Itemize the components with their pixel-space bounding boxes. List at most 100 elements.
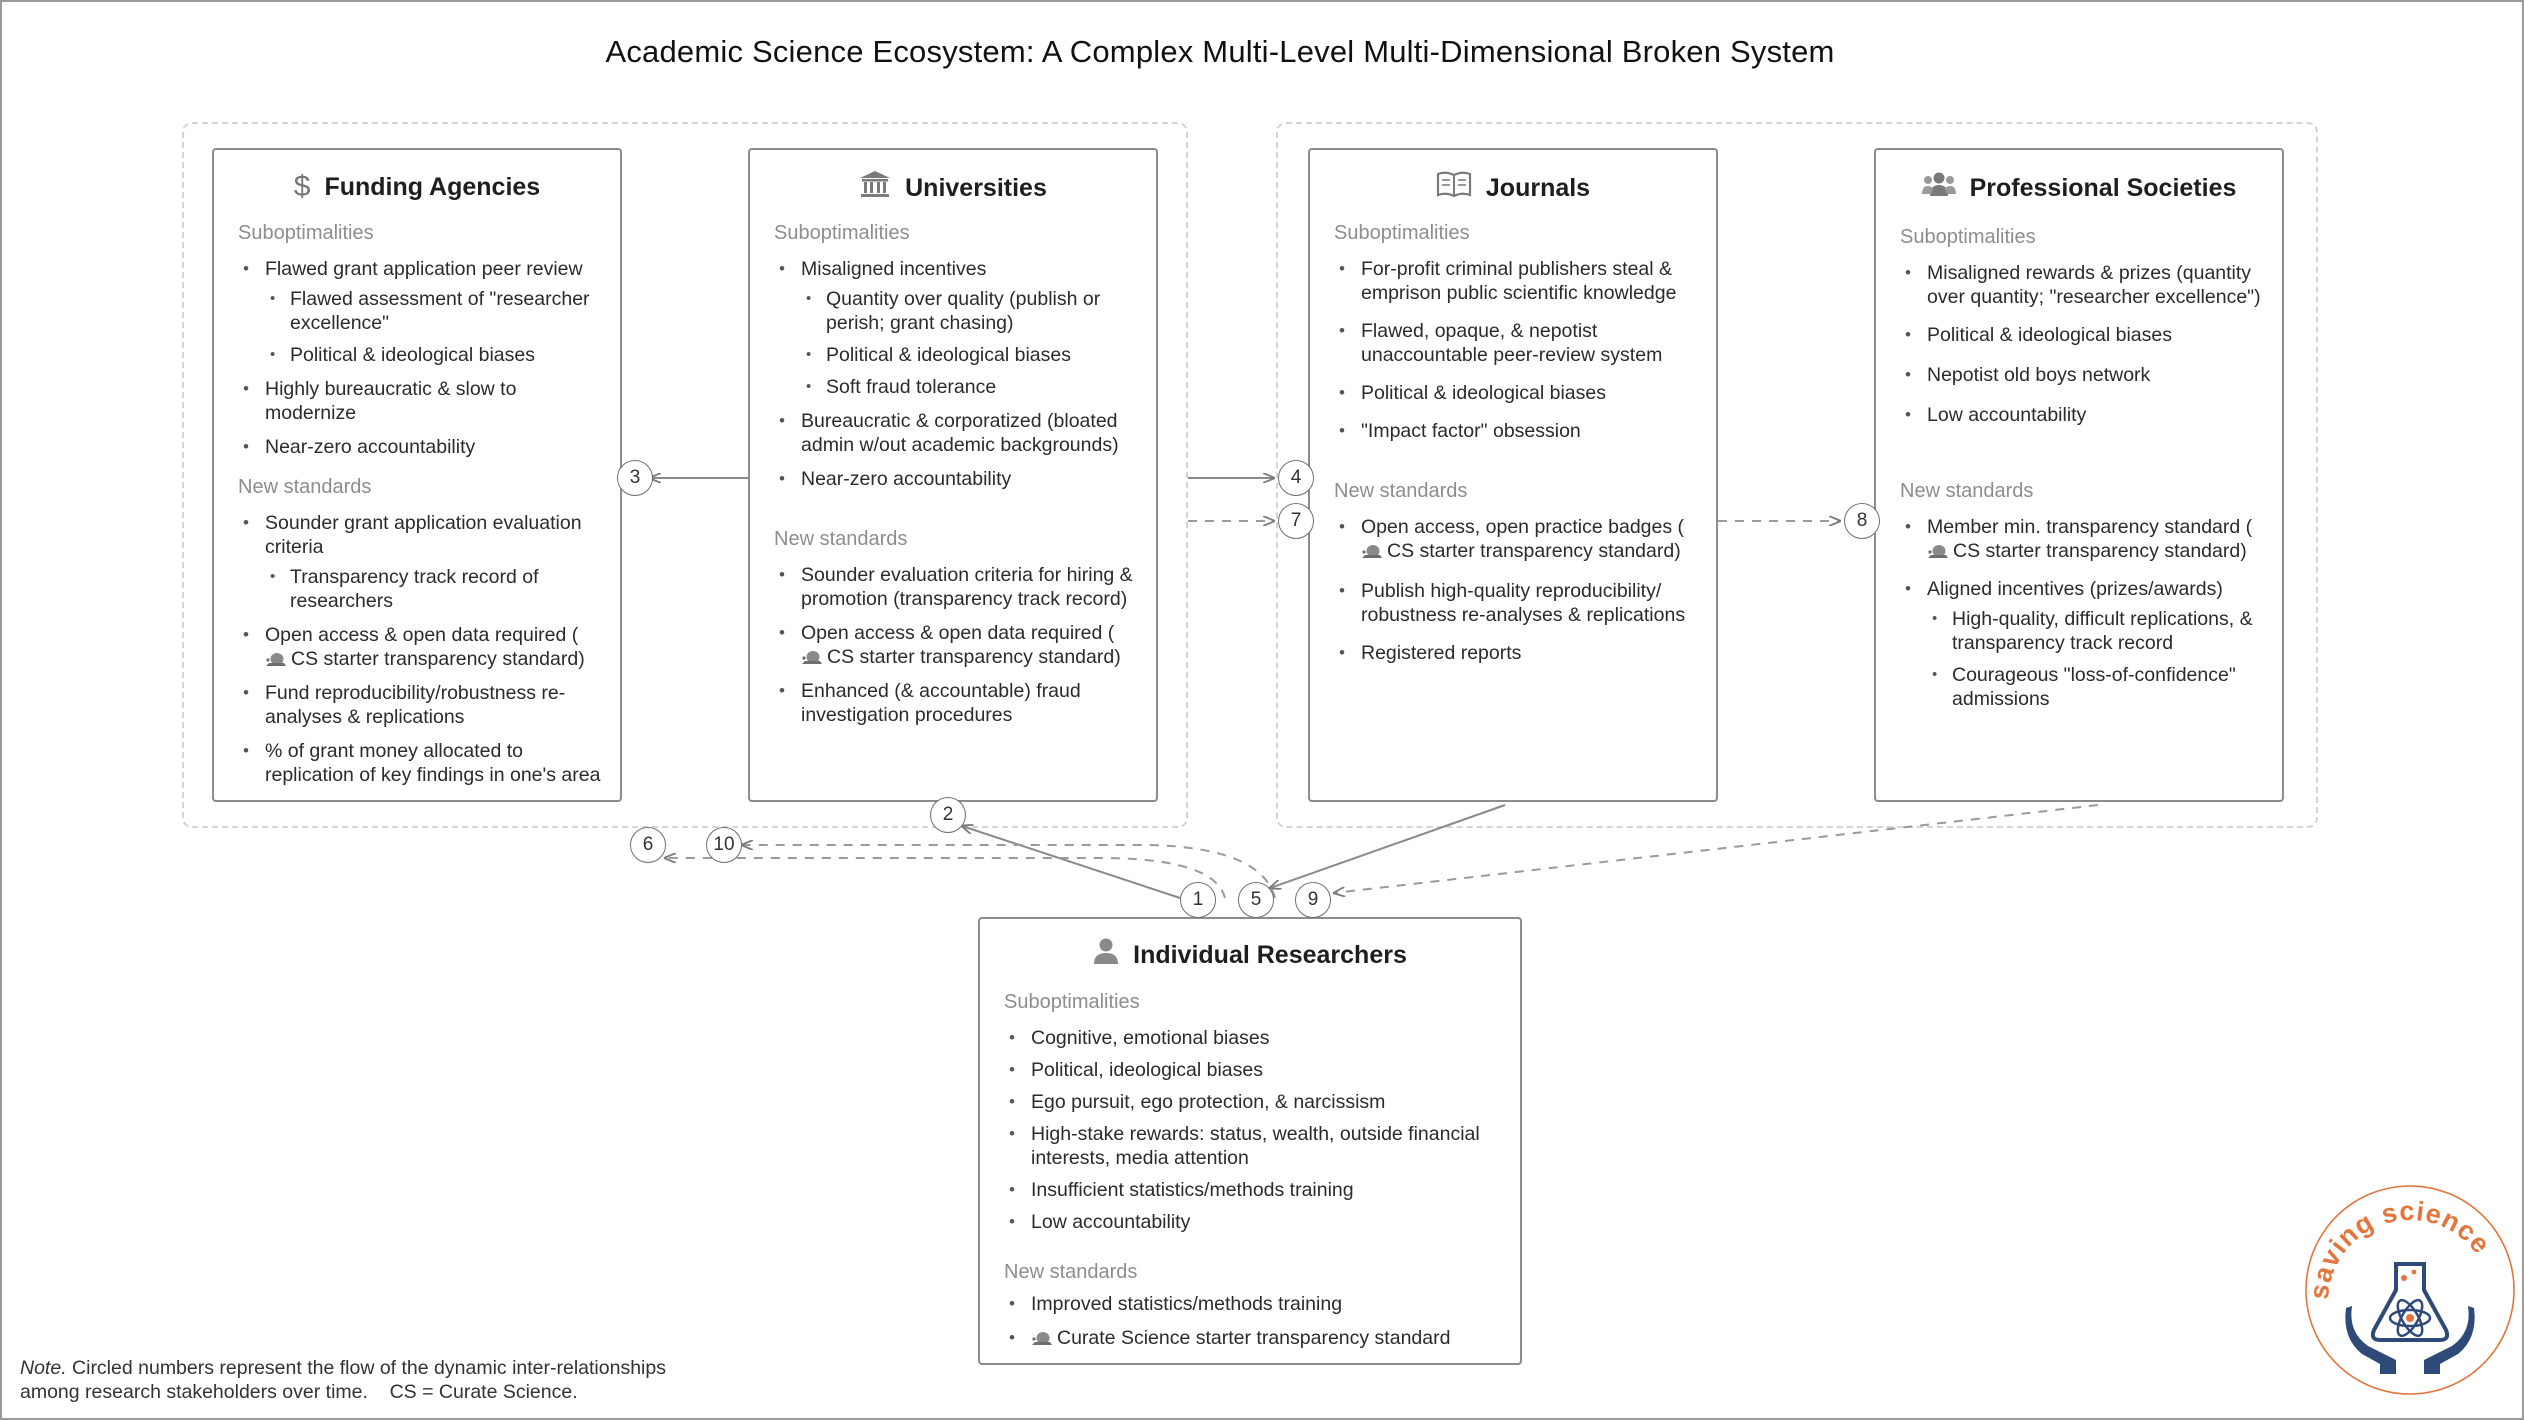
list-item: Near-zero accountability (238, 435, 602, 459)
section-label: New standards (774, 528, 908, 550)
researchers-box: Individual Researchers Suboptimalities C… (978, 917, 1522, 1365)
universities-header: Universities (750, 170, 1156, 210)
flow-number-2: 2 (930, 797, 966, 833)
list-item: Low accountability (1004, 1210, 1502, 1234)
list-item: Aligned incentives (prizes/awards) High-… (1900, 577, 2264, 711)
list-item: High-stake rewards: status, wealth, outs… (1004, 1122, 1502, 1170)
flow-number-10: 10 (706, 827, 742, 863)
footnote: Note. Circled numbers represent the flow… (20, 1356, 780, 1404)
flow-number-8: 8 (1844, 503, 1880, 539)
list-item: Soft fraud tolerance (801, 375, 1138, 399)
flow-number-3: 3 (617, 460, 653, 496)
section-label: New standards (1004, 1261, 1138, 1283)
list-item: Low accountability (1900, 403, 2264, 427)
list-item: For-profit criminal publishers steal & e… (1334, 257, 1698, 305)
list-item: Bureaucratic & corporatized (bloated adm… (774, 409, 1138, 457)
list-item: Sounder evaluation criteria for hiring &… (774, 563, 1138, 611)
societies-new-standards: New standards Member min. transparency s… (1900, 480, 2264, 721)
section-label: New standards (238, 476, 372, 498)
funding-header: $ Funding Agencies (214, 170, 620, 210)
list-item: Sounder grant application evaluation cri… (238, 511, 602, 613)
group-funders-universities (182, 122, 1188, 828)
list-item: Insufficient statistics/methods training (1004, 1178, 1502, 1202)
dollar-icon: $ (293, 170, 311, 203)
user-icon (1093, 937, 1119, 973)
list-item: Open access & open data required (CS sta… (774, 621, 1138, 669)
flow-number-9: 9 (1295, 882, 1331, 918)
list-item: Nepotist old boys network (1900, 363, 2264, 387)
universities-box: Universities Suboptimalities Misaligned … (748, 148, 1158, 802)
universities-title: Universities (905, 174, 1047, 202)
journals-box: Journals Suboptimalities For-profit crim… (1308, 148, 1718, 802)
section-label: New standards (1334, 480, 1468, 502)
list-item: Fund reproducibility/robustness re-analy… (238, 681, 602, 729)
list-item: Improved statistics/methods training (1004, 1292, 1502, 1316)
list-item: Flawed grant application peer review Fla… (238, 257, 602, 367)
section-label: Suboptimalities (1004, 991, 1140, 1013)
flow-number-7: 7 (1278, 503, 1314, 539)
list-item: Open access, open practice badges (CS st… (1334, 515, 1698, 563)
list-item: Cognitive, emotional biases (1004, 1026, 1502, 1050)
section-label: Suboptimalities (1334, 222, 1470, 244)
list-item: Political & ideological biases (1900, 323, 2264, 347)
list-item: Open access & open data required (CS sta… (238, 623, 602, 671)
societies-suboptimalities: Suboptimalities Misaligned rewards & pri… (1900, 226, 2264, 437)
snail-icon (802, 651, 822, 664)
funding-agencies-box: $ Funding Agencies Suboptimalities Flawed… (212, 148, 622, 802)
list-item: Enhanced (& accountable) fraud investiga… (774, 679, 1138, 727)
section-label: New standards (1900, 480, 2034, 502)
section-label: Suboptimalities (774, 222, 910, 244)
flow-number-4: 4 (1278, 460, 1314, 496)
funding-suboptimalities: Suboptimalities Flawed grant application… (238, 222, 602, 469)
saving-science-logo: saving science (2304, 1185, 2515, 1395)
list-item: Misaligned rewards & prizes (quantity ov… (1900, 261, 2264, 309)
list-item: Member min. transparency standard (CS st… (1900, 515, 2264, 563)
list-item: "Impact factor" obsession (1334, 419, 1698, 443)
flow-number-6: 6 (630, 827, 666, 863)
list-item: % of grant money allocated to replicatio… (238, 739, 602, 787)
researchers-title: Individual Researchers (1133, 941, 1407, 969)
book-icon (1436, 170, 1472, 206)
list-item: Political & ideological biases (801, 343, 1138, 367)
list-item: Highly bureaucratic & slow to modernize (238, 377, 602, 425)
snail-icon (1362, 545, 1382, 558)
snail-icon (1928, 545, 1948, 558)
societies-title: Professional Societies (1969, 174, 2237, 202)
list-item: Registered reports (1334, 641, 1698, 665)
note-line-2: among research stakeholders over time. C… (20, 1381, 578, 1403)
list-item: Publish high-quality reproducibility/ ro… (1334, 579, 1698, 627)
list-item: Transparency track record of researchers (265, 565, 602, 613)
flask-atom-hands-icon (2345, 1262, 2475, 1374)
researchers-new-standards: New standards Improved statistics/method… (1004, 1261, 1502, 1360)
note-line-1: Circled numbers represent the flow of th… (66, 1357, 666, 1379)
list-item: Political & ideological biases (265, 343, 602, 367)
universities-suboptimalities: Suboptimalities Misaligned incentives Qu… (774, 222, 1138, 501)
journals-header: Journals (1310, 170, 1716, 210)
flow-number-5: 5 (1238, 882, 1274, 918)
list-item: Misaligned incentives Quantity over qual… (774, 257, 1138, 399)
list-item: Courageous "loss-of-confidence" admissio… (1927, 663, 2264, 711)
universities-new-standards: New standards Sounder evaluation criteri… (774, 528, 1138, 737)
section-label: Suboptimalities (1900, 226, 2036, 248)
page-title: Academic Science Ecosystem: A Complex Mu… (605, 34, 1835, 69)
list-item: High-quality, difficult replications, & … (1927, 607, 2264, 655)
logo-text: saving science (2304, 1196, 2497, 1301)
list-item: Flawed, opaque, & nepotist unaccountable… (1334, 319, 1698, 367)
university-icon (859, 170, 891, 206)
section-label: Suboptimalities (238, 222, 374, 244)
journals-title: Journals (1485, 174, 1591, 202)
funding-title: Funding Agencies (324, 173, 541, 201)
snail-icon (266, 653, 286, 666)
list-item: Political & ideological biases (1334, 381, 1698, 405)
researchers-suboptimalities: Suboptimalities Cognitive, emotional bia… (1004, 991, 1502, 1244)
users-icon (1921, 170, 1956, 206)
journals-new-standards: New standards Open access, open practice… (1334, 480, 1698, 675)
list-item: Ego pursuit, ego protection, & narcissis… (1004, 1090, 1502, 1114)
societies-header: Professional Societies (1876, 170, 2282, 210)
researchers-header: Individual Researchers (980, 937, 1520, 977)
snail-icon (1032, 1332, 1052, 1345)
list-item: Flawed assessment of "researcher excelle… (265, 287, 602, 335)
funding-new-standards: New standards Sounder grant application … (238, 476, 602, 797)
note-label: Note. (20, 1357, 67, 1379)
